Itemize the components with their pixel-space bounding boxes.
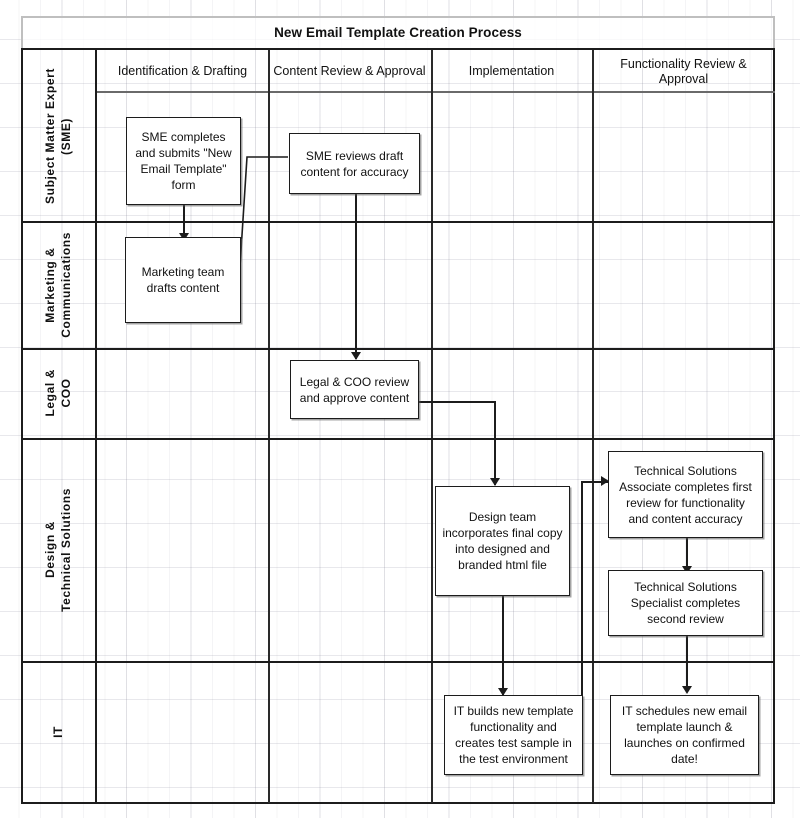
phase-header-implementation: Implementation [468, 64, 555, 78]
lane-label-legal: Legal & COO [21, 348, 97, 438]
page-title: New Email Template Creation Process [274, 24, 522, 40]
node-sme-form[interactable]: SME completes and submits "New Email Tem… [126, 117, 241, 205]
node-marketing-draft[interactable]: Marketing team drafts content [125, 237, 241, 323]
lane-separator-sme-marketing [21, 221, 775, 223]
lane-label-design: Design & Technical Solutions [21, 438, 97, 661]
edge-ts-spec-to-it-launch-arrow [682, 686, 692, 694]
lane-label-sme: Subject Matter Expert (SME) [21, 50, 97, 221]
lane-label-marketing: Marketing & Communications [21, 221, 97, 348]
edge-it-build-to-ts-assoc-v [581, 481, 583, 771]
lane-label-it: IT [21, 661, 97, 803]
phase-header-row: Identification & Drafting Content Review… [97, 50, 775, 93]
edge-ts-spec-to-it-launch-v [686, 636, 688, 692]
diagram-title-bar: New Email Template Creation Process [21, 16, 775, 50]
column-separator-2 [431, 50, 433, 803]
lane-separator-design-it [21, 661, 775, 663]
phase-header-content-review: Content Review & Approval [273, 64, 426, 78]
edge-design-to-it-build-v [502, 596, 504, 695]
phase-header-identification: Identification & Drafting [117, 64, 248, 78]
edge-sme-form-to-marketing [183, 205, 185, 237]
edge-design-to-it-build-arrow [498, 688, 508, 696]
node-it-launch[interactable]: IT schedules new email template launch &… [610, 695, 759, 775]
edge-legal-to-design-arrow [490, 478, 500, 486]
node-ts-associate[interactable]: Technical Solutions Associate completes … [608, 451, 763, 538]
edge-it-build-to-ts-assoc-arrow [601, 476, 609, 486]
edge-legal-to-design-h [419, 401, 496, 403]
node-legal-approve[interactable]: Legal & COO review and approve content [290, 360, 419, 419]
edge-sme-review-to-legal-arrow [351, 352, 361, 360]
node-sme-review[interactable]: SME reviews draft content for accuracy [289, 133, 420, 194]
phase-header-functionality-review: Functionality Review & Approval [620, 56, 747, 86]
node-design-html[interactable]: Design team incorporates final copy into… [435, 486, 570, 596]
node-ts-specialist[interactable]: Technical Solutions Specialist completes… [608, 570, 763, 636]
edge-ts-assoc-to-ts-spec-v [686, 538, 688, 570]
edge-sme-review-to-legal [355, 194, 357, 359]
edge-it-build-to-ts-assoc-h [581, 481, 609, 483]
edge-legal-to-design-v [494, 401, 496, 485]
lane-separator-legal-design [21, 438, 775, 440]
node-it-build[interactable]: IT builds new template functionality and… [444, 695, 583, 775]
lane-separator-marketing-legal [21, 348, 775, 350]
column-separator-1 [268, 50, 270, 803]
column-separator-3 [592, 50, 594, 803]
